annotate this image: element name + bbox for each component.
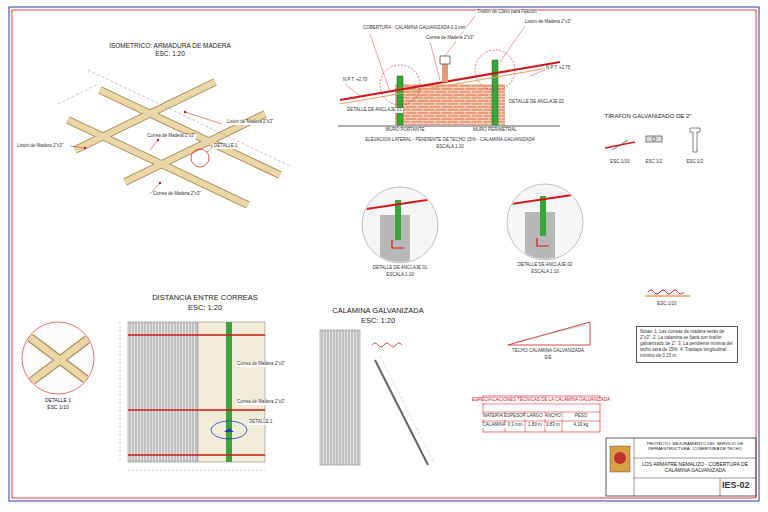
- title-text: LOS ARMATRE NEMALIZO - COBERTURA DE CALA…: [638, 461, 752, 473]
- drawing-label: COBERTURA - CALAMINA GALVANIZADA 0.3 mm: [362, 26, 467, 31]
- drawing-label: ESC: 1:20: [360, 317, 396, 325]
- title-block: PROYECTO: MEJORAMIENTO DEL SERVICIO DE I…: [635, 439, 755, 495]
- drawing-label: ESC 1/2: [686, 160, 705, 165]
- drawing-label: Correa de Madera 2"x3": [152, 192, 202, 197]
- drawing-label: ESC 1/2: [645, 160, 664, 165]
- drawing-label: DETALLE 1: [44, 398, 72, 404]
- drawing-label: ESC: 1:20: [187, 304, 223, 312]
- drawing-label: ESC 1/10: [656, 302, 677, 307]
- drawing-label: Correa de Madera 2"x3": [425, 36, 475, 41]
- drawing-label: DISTANCIA ENTRE CORREAS: [151, 294, 259, 302]
- drawing-label: ESPECIFICACIONES TÉCNICAS DE LA CALAMINA…: [471, 398, 611, 403]
- drawing-label: DETALLE DE ANCLAJE 01: [372, 266, 429, 271]
- drawing-label: Listón de Madera 2"x3": [16, 144, 64, 149]
- drawing-label: ESPESOR: [503, 414, 527, 419]
- drawing-label: Correa de Madera 2"x3": [236, 362, 286, 367]
- title-text: PROYECTO: MEJORAMIENTO DEL SERVICIO DE I…: [638, 441, 752, 451]
- drawing-label: Listón de Madera 2"x3": [524, 20, 572, 25]
- drawing-label: S/E: [543, 356, 552, 361]
- drawing-label: Correa de Madera 2"x3": [236, 400, 286, 405]
- drawing-label: LARGO: [526, 414, 544, 419]
- drawing-label: TIRAFON GALVANIZADO DE 2": [604, 113, 693, 120]
- note-text: Notas: 1. Las correas de madera serán de…: [640, 329, 734, 359]
- drawing-label: DETALLE 1: [213, 144, 238, 149]
- drawing-label: ESC 1/10: [609, 160, 630, 165]
- drawing-label: 0.83 m: [545, 423, 561, 428]
- drawing-label: MURO PERIMETRAL: [472, 128, 518, 133]
- drawing-label: DETALLE DE ANCLAJE 02: [508, 100, 565, 105]
- drawing-label: TECHO CALAMINA GALVANIZADA: [511, 349, 585, 354]
- drawing-label: ANCHO: [544, 414, 562, 419]
- drawing-label: ESCALA 1:10: [530, 270, 560, 275]
- drawing-label: DETALLE 1: [248, 420, 273, 425]
- drawing-label: CALAMINA GALVANIZADA: [331, 307, 424, 315]
- drawing-label: Tirafón de Clavo para Fijación: [476, 10, 538, 15]
- drawing-label: ISOMETRICO: ARMADURA DE MADERA: [108, 42, 232, 49]
- notes-box: Notas: 1. Las correas de madera serán de…: [636, 326, 738, 363]
- drawing-label: ESC 1/10: [46, 405, 69, 411]
- drawing-label: 1.80 m: [527, 423, 543, 428]
- drawing-label: ELEVACION LATERAL - PENDIENTE DE TECHO 1…: [364, 138, 535, 143]
- drawing-label: N.P.T. +2.70: [342, 78, 368, 83]
- drawing-label: 4.10 kg: [573, 423, 590, 428]
- drawing-label: MURO PORTANTE: [384, 128, 425, 133]
- drawing-label: ESCALA 1:10: [385, 273, 415, 278]
- drawing-label: N.P.T. +2.75: [545, 66, 571, 71]
- drawing-label: Listón de Madera 2"x3": [226, 120, 274, 125]
- drawing-label: ESC: 1:20: [154, 50, 186, 57]
- sheet-number: IES-02: [722, 480, 750, 490]
- drawing-label: Correa de Madera 2"x3": [146, 134, 196, 139]
- drawing-label: CALAMINA: [481, 423, 506, 428]
- drawing-label: ESCALA 1:10: [435, 145, 465, 150]
- drawing-label: DETALLE DE ANCLAJE 02: [517, 263, 574, 268]
- drawing-label: DETALLE DE ANCLAJE 01: [346, 108, 403, 113]
- drawing-label: 0.3 mm: [506, 423, 523, 428]
- drawing-label: PESO: [574, 414, 589, 419]
